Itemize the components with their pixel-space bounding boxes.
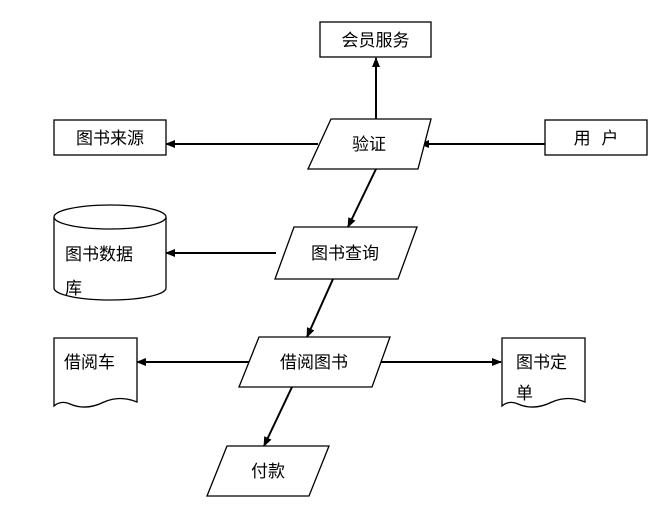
verify-label: 验证 — [352, 135, 386, 155]
verify-node: 验证 — [306, 118, 432, 170]
edges — [136, 57, 545, 447]
payment-node: 付款 — [206, 445, 330, 497]
borrow-book-label: 借阅图书 — [280, 353, 348, 373]
member-service-label: 会员服务 — [342, 31, 410, 51]
book-source-label: 图书来源 — [76, 129, 144, 149]
book-query-node: 图书查询 — [274, 226, 418, 280]
edge-verify-book-query — [347, 168, 377, 228]
user-node: 用 户 — [544, 119, 648, 156]
borrow-cart-label: 借阅车 — [64, 353, 115, 373]
borrow-cart-node: 借阅车 — [53, 337, 138, 408]
book-db-label-line1: 图书数据 — [65, 245, 133, 265]
borrow-book-node: 借阅图书 — [238, 336, 391, 388]
user-label: 用 户 — [574, 129, 619, 149]
book-query-label: 图书查询 — [311, 244, 379, 264]
book-order-node: 图书定 单 — [501, 337, 586, 408]
edge-borrow-payment — [263, 386, 293, 447]
member-service-node: 会员服务 — [319, 21, 432, 58]
book-source-node: 图书来源 — [53, 119, 167, 156]
edge-query-borrow — [306, 278, 334, 338]
book-order-label-line2: 单 — [516, 384, 533, 404]
payment-label: 付款 — [251, 462, 285, 482]
book-db-node: 图书数据 库 — [53, 204, 167, 301]
book-order-label-line1: 图书定 — [516, 353, 567, 373]
book-db-label-line2: 库 — [65, 279, 82, 299]
